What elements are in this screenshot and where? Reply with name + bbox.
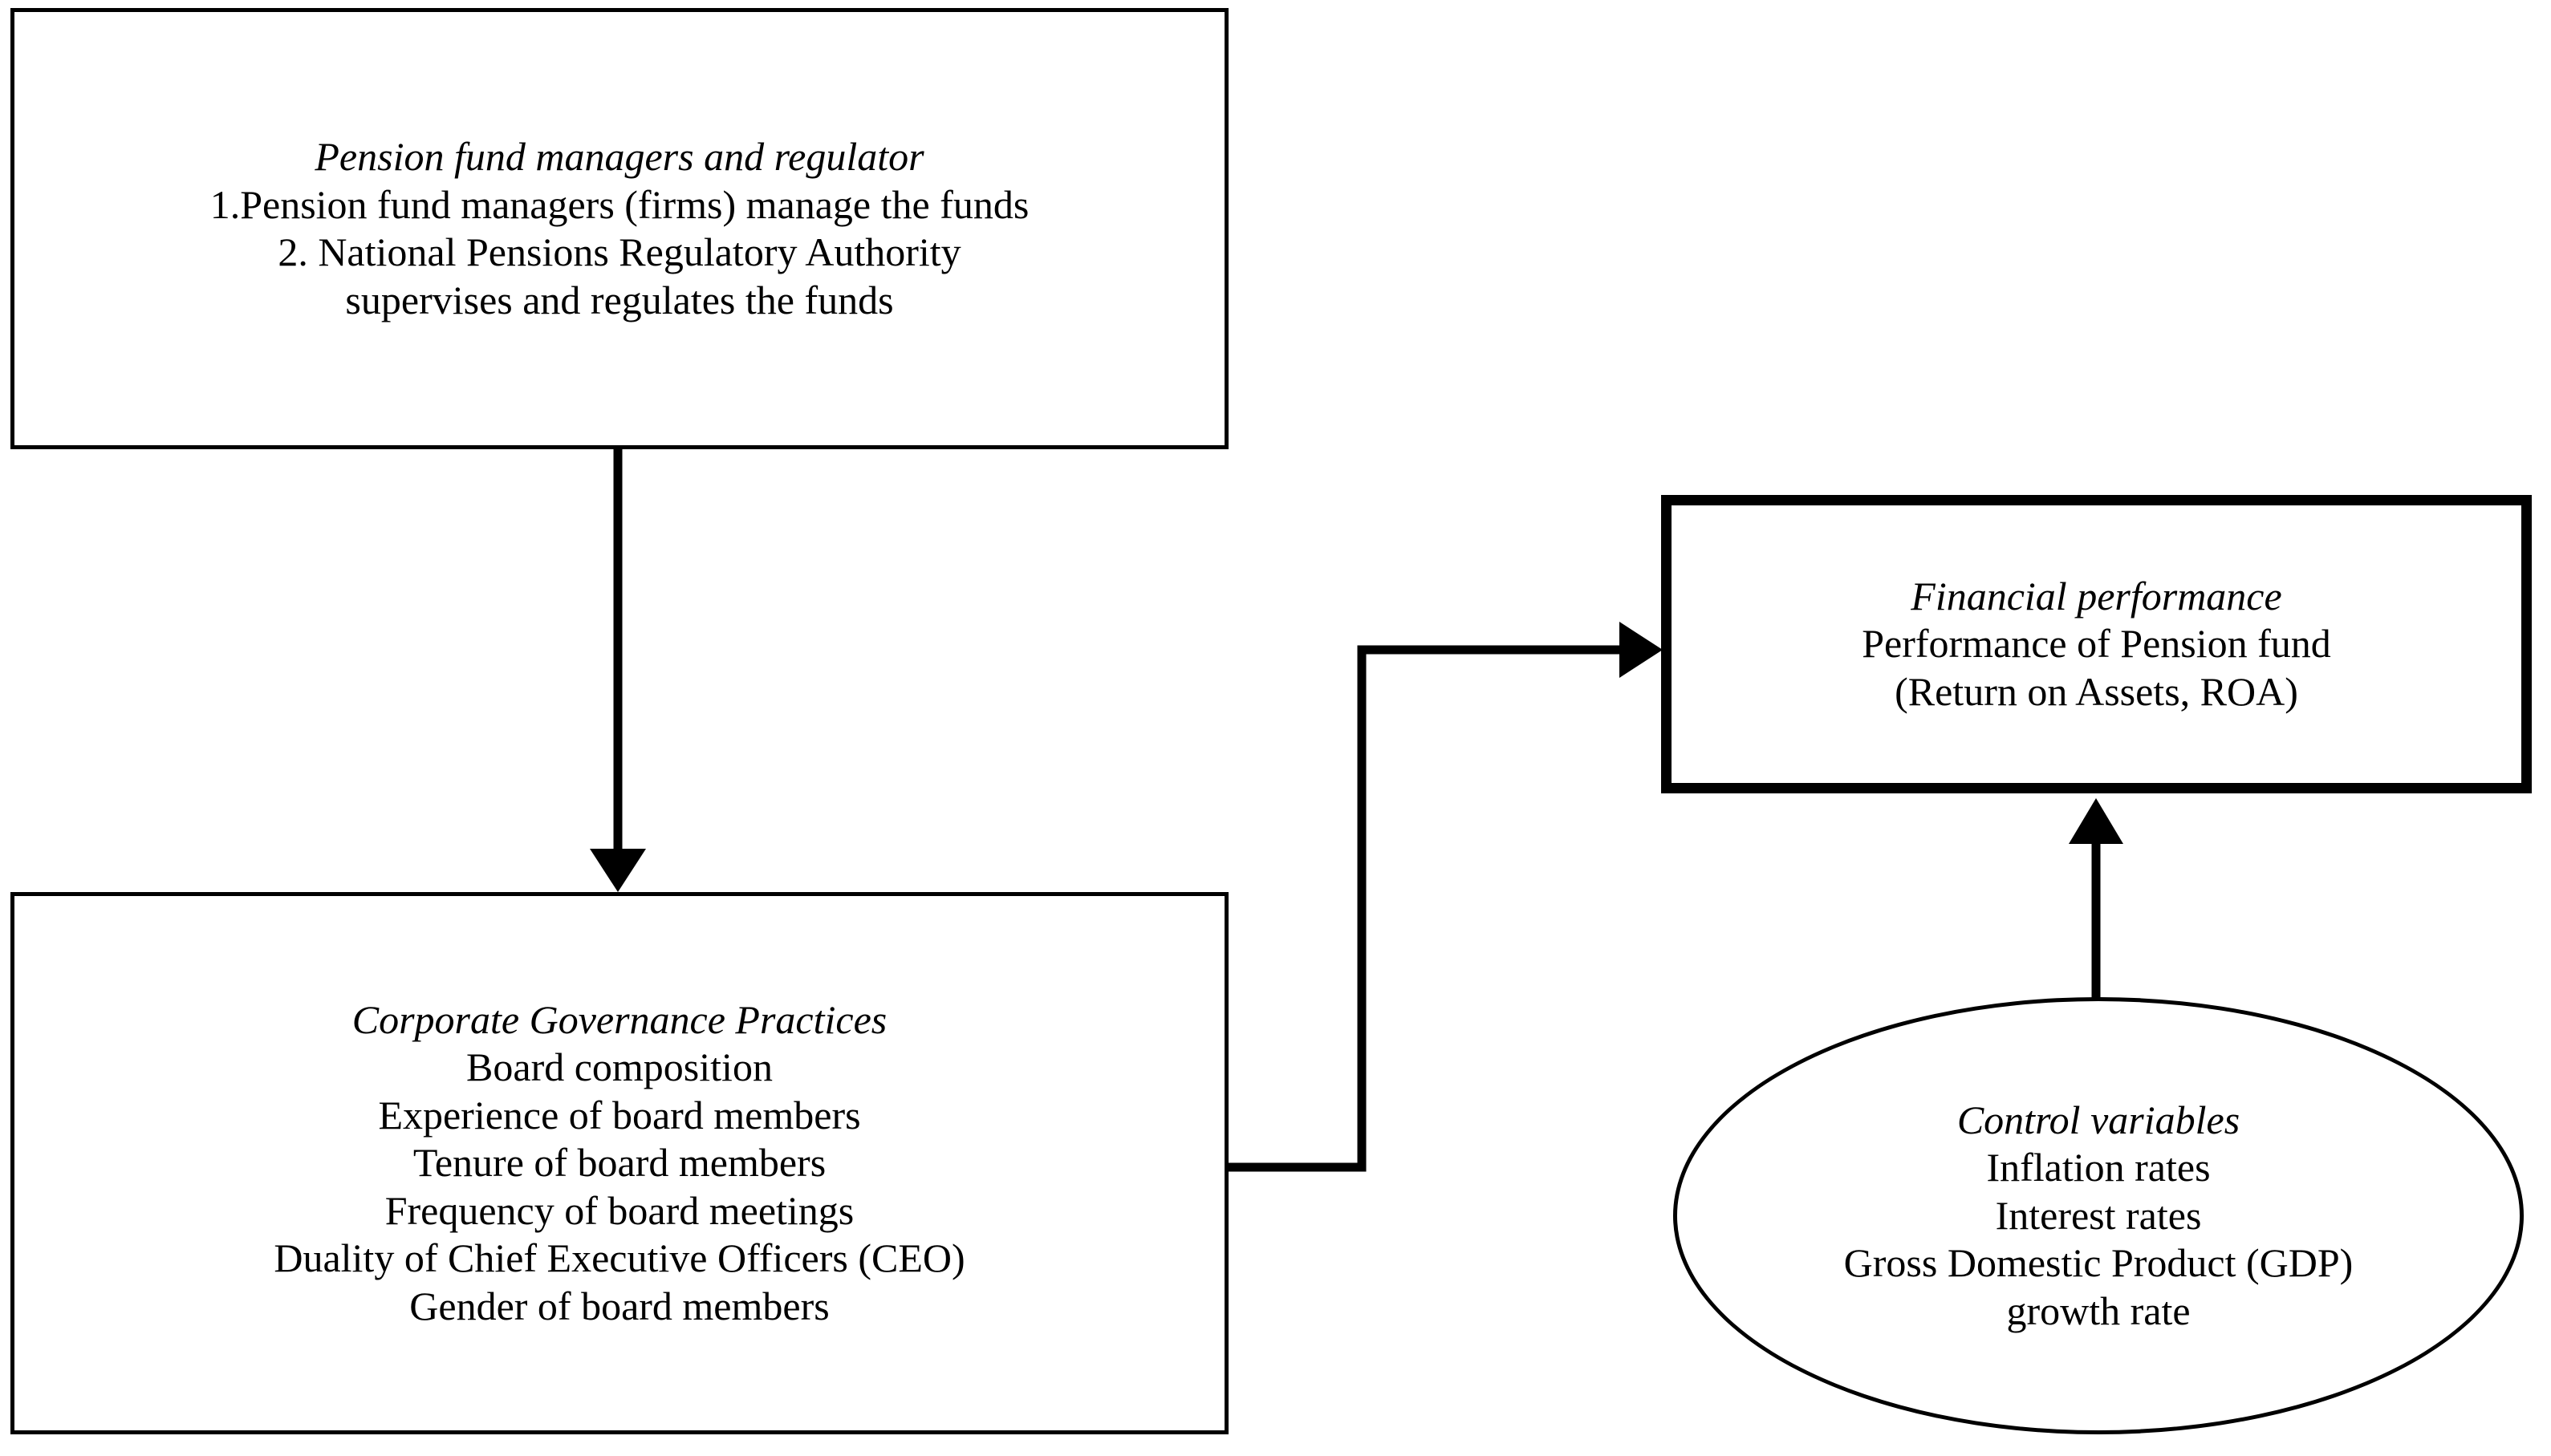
node-line-4: Frequency of board meetings: [384, 1187, 855, 1233]
node-heading: Control variables: [1956, 1097, 2240, 1142]
node-pension-fund-managers-and-regulator: Pension fund managers and regulator 1.Pe…: [10, 8, 1229, 449]
node-text-group: Corporate Governance Practices Board com…: [274, 996, 965, 1331]
node-control-variables: Control variables Inflation rates Intere…: [1673, 997, 2524, 1434]
node-line-1: Inflation rates: [1986, 1145, 2211, 1190]
connector-control-to-financial-performance: [2069, 798, 2123, 999]
node-line-3: Tenure of board members: [412, 1140, 827, 1186]
node-heading: Corporate Governance Practices: [351, 996, 888, 1042]
node-line-3: Gross Domestic Product (GDP): [1843, 1240, 2354, 1286]
node-text-group: Control variables Inflation rates Intere…: [1745, 1097, 2452, 1336]
node-heading: Financial performance: [1911, 573, 2282, 618]
node-line-2: (Return on Assets, ROA): [1895, 668, 2298, 714]
node-line-2: Interest rates: [1995, 1192, 2202, 1238]
node-line-6: Gender of board members: [409, 1283, 830, 1328]
node-line-5: Duality of Chief Executive Officers (CEO…: [274, 1235, 965, 1281]
node-financial-performance: Financial performance Performance of Pen…: [1661, 495, 2532, 793]
connector-managers-to-governance: [590, 449, 646, 892]
connector-governance-to-financial-performance: [1229, 622, 1663, 1172]
node-line-2: Experience of board members: [378, 1092, 861, 1138]
node-corporate-governance-practices: Corporate Governance Practices Board com…: [10, 892, 1229, 1434]
node-line-2: 2. National Pensions Regulatory Authorit…: [278, 229, 961, 274]
node-line-1: Board composition: [466, 1044, 773, 1090]
node-text-group: Pension fund managers and regulator 1.Pe…: [210, 133, 1030, 324]
node-line-4: growth rate: [2006, 1288, 2191, 1333]
node-line-1: Performance of Pension fund: [1862, 621, 2331, 667]
node-line-1: 1.Pension fund managers (firms) manage t…: [209, 181, 1030, 227]
node-line-3: supervises and regulates the funds: [345, 277, 894, 322]
node-text-group: Financial performance Performance of Pen…: [1862, 573, 2331, 716]
node-heading: Pension fund managers and regulator: [315, 134, 924, 179]
